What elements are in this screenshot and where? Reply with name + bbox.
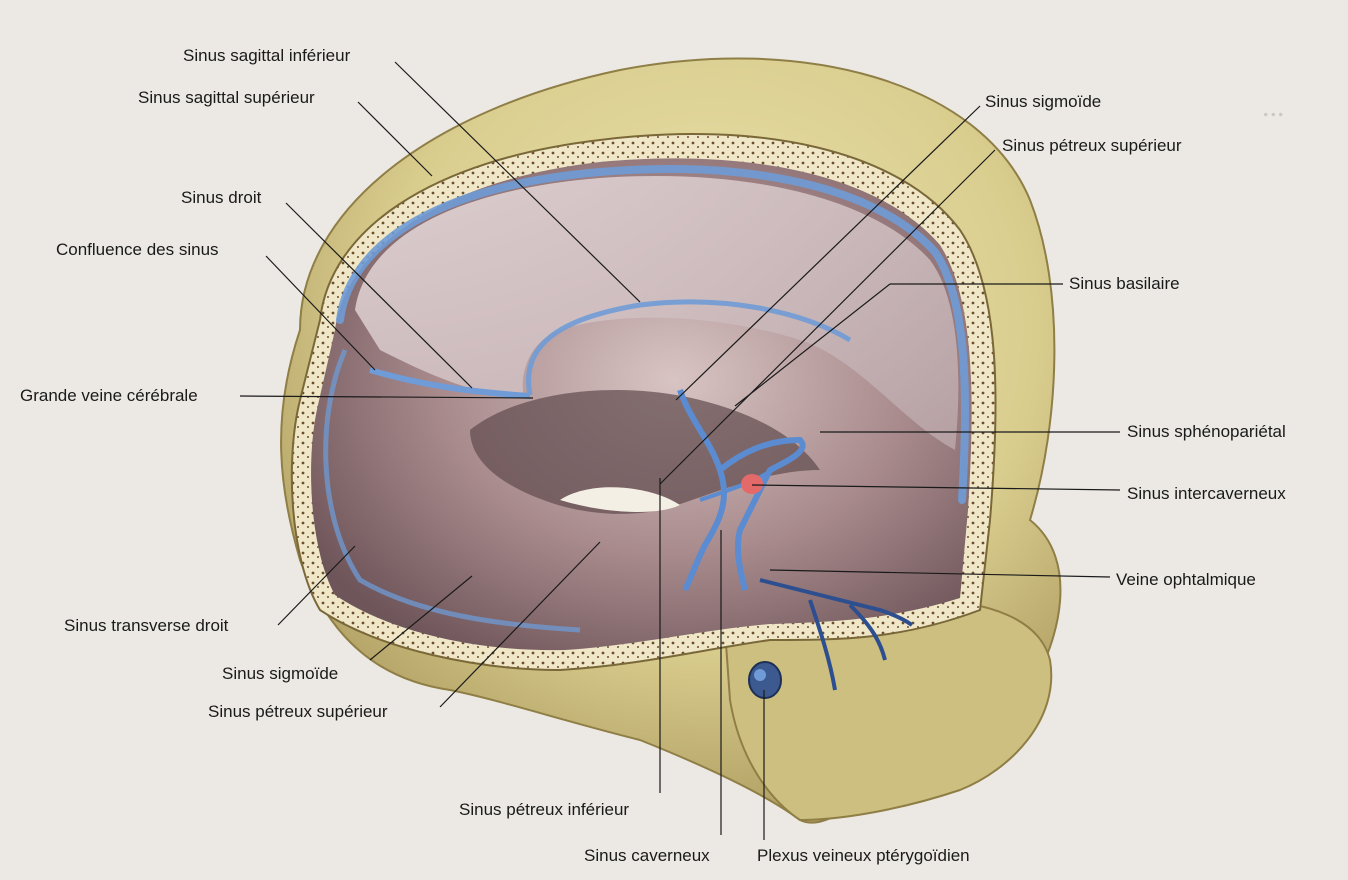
- tentorium: [470, 390, 820, 514]
- ophthalmic-vein: [759, 578, 914, 691]
- cavernous-sinus-complex: [677, 389, 806, 592]
- label-sinus-caverneux: Sinus caverneux: [584, 846, 710, 865]
- label-grande-veine-cerebrale: Grande veine cérébrale: [20, 386, 198, 405]
- label-sinus-droit: Sinus droit: [181, 188, 262, 207]
- label-veine-ophtalmique: Veine ophtalmique: [1116, 570, 1256, 589]
- label-sinus-petreux-superieur-right: Sinus pétreux supérieur: [1002, 136, 1182, 155]
- label-sinus-sigmoide-left: Sinus sigmoïde: [222, 664, 339, 683]
- transverse-sinus: [323, 349, 581, 633]
- label-sinus-sigmoide-right: Sinus sigmoïde: [985, 92, 1102, 111]
- label-sinus-intercaverneux: Sinus intercaverneux: [1127, 484, 1286, 503]
- superior-sagittal-sinus: [336, 165, 970, 504]
- pterygoid-plexus: [748, 661, 782, 699]
- label-sinus-basilaire: Sinus basilaire: [1069, 274, 1180, 293]
- leader-lines: [239, 61, 1121, 840]
- label-sinus-sagittal-inferieur: Sinus sagittal inférieur: [183, 46, 351, 65]
- label-sinus-transverse-droit: Sinus transverse droit: [64, 616, 229, 635]
- label-sinus-petreux-inferieur: Sinus pétreux inférieur: [459, 800, 630, 819]
- label-plexus-veineux-pterygoidien: Plexus veineux ptérygoïdien: [757, 846, 970, 865]
- label-sinus-sphenoparietal: Sinus sphénopariétal: [1127, 422, 1286, 441]
- label-sinus-petreux-superieur-left: Sinus pétreux supérieur: [208, 702, 388, 721]
- foramen-magnum: [560, 487, 680, 512]
- inferior-sagittal-sinus: [526, 299, 852, 396]
- falx-cerebri: [355, 175, 959, 450]
- background-page-text: ...: [1262, 90, 1285, 123]
- straight-sinus: [369, 367, 531, 399]
- label-confluence-des-sinus: Confluence des sinus: [56, 240, 219, 259]
- label-sinus-sagittal-superieur: Sinus sagittal supérieur: [138, 88, 315, 107]
